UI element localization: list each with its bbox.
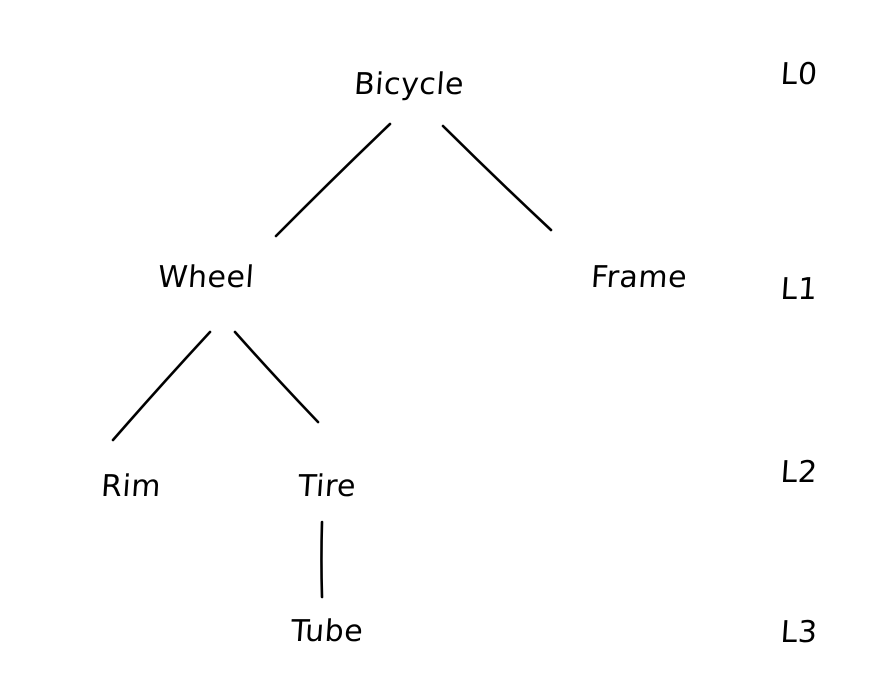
edge-tire-tube [320, 520, 324, 599]
level-label-l2: L2 [779, 455, 819, 490]
edge-bicycle-wheel [274, 122, 392, 238]
edge-wheel-rim [111, 330, 212, 442]
node-rim[interactable]: Rim [99, 469, 163, 504]
edge-bicycle-frame [441, 124, 553, 232]
node-wheel[interactable]: Wheel [156, 260, 256, 295]
level-label-l0: L0 [779, 57, 819, 92]
node-tube[interactable]: Tube [289, 614, 365, 649]
level-label-l1: L1 [779, 272, 819, 307]
node-frame[interactable]: Frame [589, 260, 689, 295]
edge-wheel-tire [233, 330, 320, 424]
node-tire[interactable]: Tire [296, 469, 358, 504]
level-label-l3: L3 [779, 615, 819, 650]
node-bicycle[interactable]: Bicycle [352, 67, 466, 102]
